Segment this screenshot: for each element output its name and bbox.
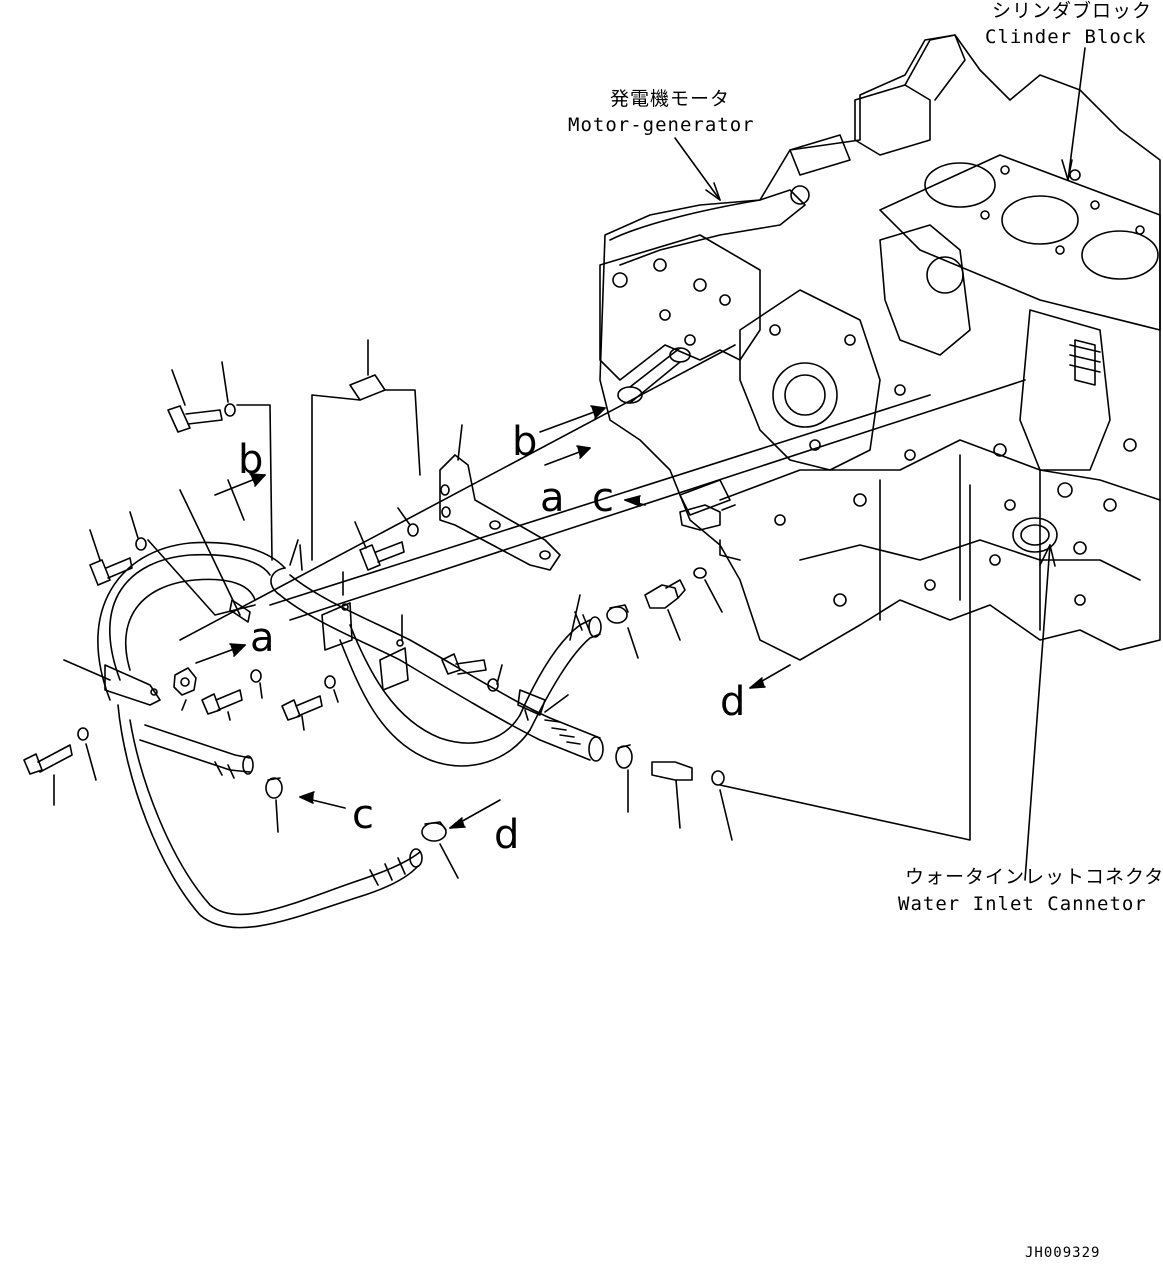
motor-generator-label-jp: 発電機モータ: [610, 88, 731, 110]
exploded-parts: [23, 339, 1026, 929]
water-inlet-label-jp: ウォータインレットコネクタ: [905, 866, 1163, 888]
callout-d-bottom: d: [494, 812, 520, 858]
callout-d-right: d: [720, 679, 746, 725]
callout-b-left: b: [238, 437, 264, 483]
callout-c-right: c: [592, 475, 614, 521]
callout-b-right: b: [512, 419, 538, 465]
cylinder-block-label-jp: シリンダブロック: [992, 0, 1153, 22]
engine-block-drawing: [599, 34, 1161, 661]
callout-c-bottom: c: [352, 792, 374, 838]
callout-arrows: [195, 405, 791, 829]
motor-generator-label-en: Motor-generator: [568, 114, 755, 136]
callout-a-mid: a: [540, 475, 565, 521]
cylinder-block-label-en: Clinder Block: [985, 26, 1147, 48]
callout-a-left: a: [250, 615, 275, 661]
label-leaders: [674, 47, 1086, 881]
water-inlet-label-en: Water Inlet Cannetor: [898, 893, 1147, 915]
drawing-code: JH009329: [1025, 1245, 1101, 1261]
